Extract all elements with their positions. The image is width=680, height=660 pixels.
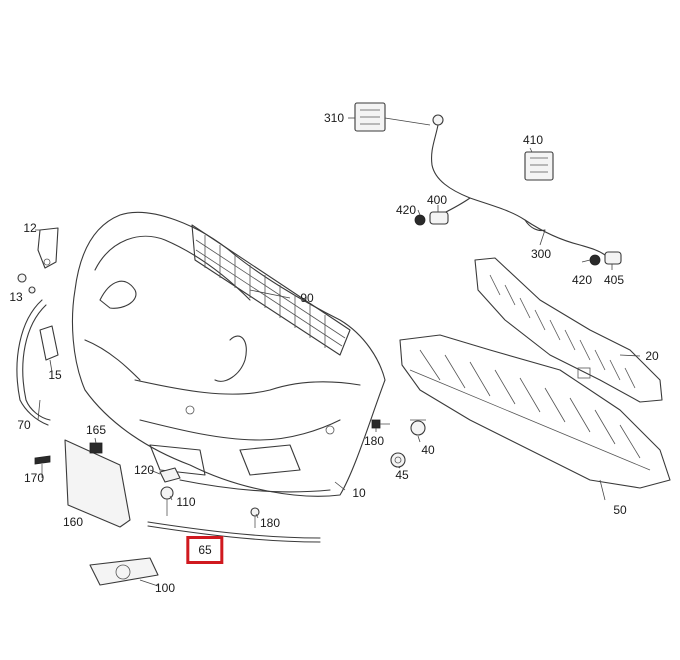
callout-180-lower: 180 — [259, 516, 281, 530]
sensor-bracket-410-part — [524, 151, 554, 181]
impact-absorber-part — [399, 334, 671, 489]
callout-13: 13 — [9, 290, 23, 304]
molding-strip-65-part — [147, 521, 321, 543]
screw-110-part — [160, 486, 174, 516]
grille-part — [191, 224, 351, 356]
fog-lamp-cover-part — [89, 557, 159, 586]
callout-12: 12 — [23, 221, 37, 235]
callout-405: 405 — [603, 273, 625, 287]
nut-45-part — [390, 452, 406, 468]
clip-165-part — [89, 442, 103, 454]
leader-lines — [35, 117, 641, 587]
callout-10: 10 — [352, 486, 366, 500]
callout-70: 70 — [17, 418, 31, 432]
bumper-cover-part — [71, 211, 386, 497]
bracket-15-part — [39, 325, 59, 361]
callout-20: 20 — [645, 349, 659, 363]
callout-165: 165 — [85, 423, 107, 437]
clip-40-part — [410, 419, 426, 436]
reinforcement-part — [474, 257, 663, 403]
callout-120: 120 — [133, 463, 155, 477]
callout-400: 400 — [426, 193, 448, 207]
callout-170: 170 — [23, 471, 45, 485]
license-plate-bracket-part — [64, 439, 131, 528]
callout-65-highlighted[interactable]: 65 — [186, 536, 224, 564]
screw-170-part — [34, 455, 51, 478]
sensor-400-part — [414, 211, 449, 226]
screw-180-upper-part — [371, 419, 390, 429]
clip-13-part — [17, 273, 36, 294]
callout-180-upper: 180 — [363, 434, 385, 448]
callout-50: 50 — [613, 503, 627, 517]
callout-160: 160 — [62, 515, 84, 529]
callout-410: 410 — [522, 133, 544, 147]
trim-strip-70-part — [16, 299, 51, 426]
callout-420-lower: 420 — [571, 273, 593, 287]
bracket-12-part — [37, 227, 59, 269]
callout-300: 300 — [530, 247, 552, 261]
callout-310: 310 — [323, 111, 345, 125]
sensor-bracket-310-part — [354, 102, 386, 132]
sensor-405-part — [589, 251, 622, 266]
callout-100: 100 — [154, 581, 176, 595]
callout-40: 40 — [421, 443, 435, 457]
callout-110: 110 — [176, 495, 196, 509]
callout-420-upper: 420 — [395, 203, 417, 217]
screw-180-lower-part — [250, 507, 260, 528]
callout-90: 90 — [300, 291, 314, 305]
wiring-harness-part — [431, 114, 612, 260]
callout-45: 45 — [395, 468, 409, 482]
clip-120-part — [159, 467, 181, 483]
callout-15: 15 — [48, 368, 62, 382]
